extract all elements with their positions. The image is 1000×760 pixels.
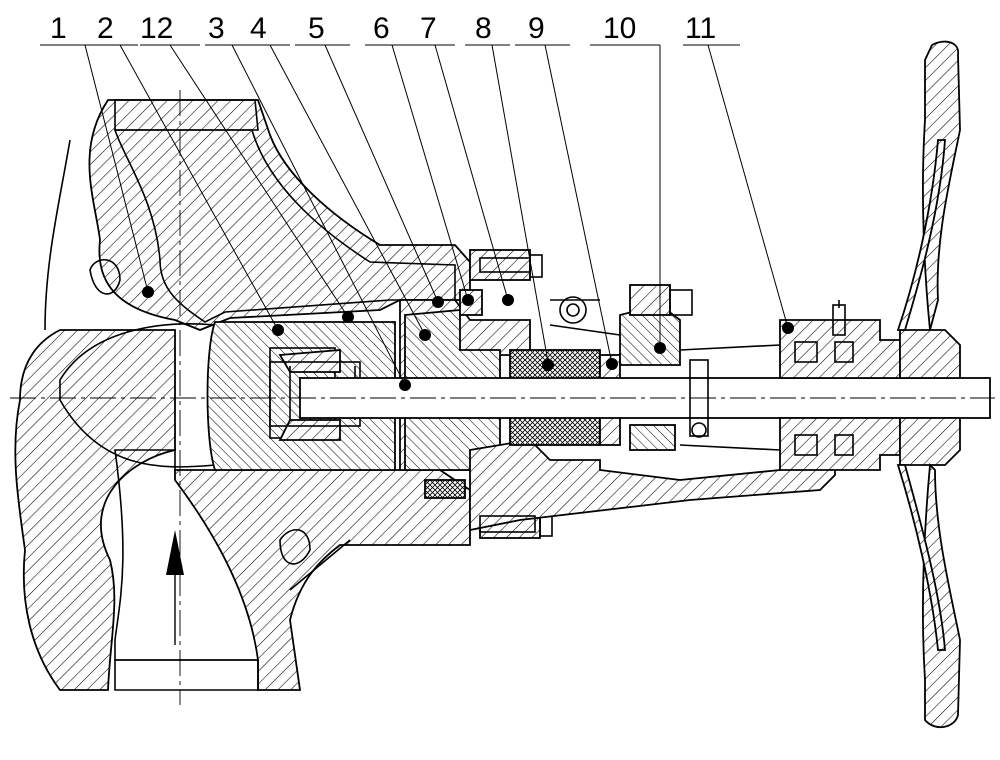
label-9: 9 bbox=[528, 12, 545, 45]
label-10: 10 bbox=[603, 12, 636, 45]
label-11: 11 bbox=[685, 12, 716, 45]
handwheel bbox=[896, 40, 961, 729]
label-4: 4 bbox=[250, 12, 267, 45]
leader-lines bbox=[40, 44, 789, 386]
gland-housing bbox=[779, 300, 961, 471]
bolts bbox=[479, 257, 536, 533]
callout-dots bbox=[142, 286, 794, 391]
label-3: 3 bbox=[208, 12, 225, 45]
valve-body bbox=[14, 99, 471, 691]
label-5: 5 bbox=[308, 12, 325, 45]
packing-assembly bbox=[509, 284, 693, 451]
label-2: 2 bbox=[97, 12, 114, 45]
label-1: 1 bbox=[50, 12, 67, 45]
label-12: 12 bbox=[140, 12, 173, 45]
label-8: 8 bbox=[475, 12, 492, 45]
flow-arrow bbox=[166, 530, 184, 645]
part-labels: 1 2 12 3 4 5 6 7 8 9 10 11 bbox=[50, 12, 716, 45]
label-7: 7 bbox=[420, 12, 437, 45]
label-6: 6 bbox=[373, 12, 390, 45]
